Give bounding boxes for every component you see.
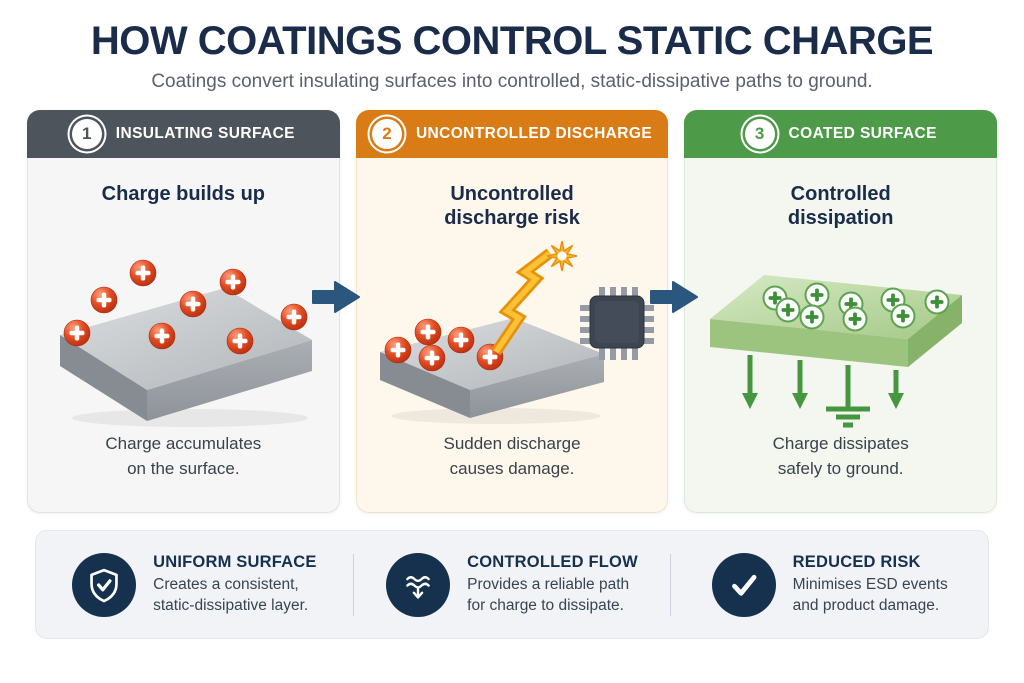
coated-slab-front-face bbox=[709, 318, 908, 367]
panel-2-body: Uncontrolled discharge risk bbox=[355, 158, 669, 513]
shield-check-icon bbox=[72, 552, 137, 617]
feature-desc-line: Minimises ESD events bbox=[792, 575, 948, 593]
feature-description: Creates a consistent, static-dissipative… bbox=[153, 575, 316, 617]
panel-3-stage-title: Controlled dissipation bbox=[787, 183, 894, 229]
charge-plus-icon bbox=[384, 336, 412, 364]
coated-charge-plus-icon bbox=[924, 289, 950, 314]
caption-line: Charge accumulates bbox=[105, 434, 262, 453]
panel-uncontrolled-discharge: 2 UNCONTROLLED DISCHARGE Uncontrolled di… bbox=[355, 110, 669, 513]
panel-insulating-surface: 1 INSULATING SURFACE Charge builds up bbox=[27, 110, 340, 513]
slab-top-face bbox=[60, 288, 313, 390]
charge-plus-icon bbox=[280, 303, 308, 331]
feature-text: UNIFORM SURFACE Creates a consistent, st… bbox=[153, 553, 316, 617]
feature-desc-line: static-dissipative layer. bbox=[153, 596, 309, 614]
step-number-badge: 2 bbox=[371, 119, 402, 149]
panel-3-body: Controlled dissipation bbox=[684, 158, 998, 513]
slab-front-face bbox=[470, 354, 604, 418]
vertical-divider bbox=[670, 553, 672, 616]
coated-charge-plus-icon bbox=[804, 282, 830, 307]
vertical-divider bbox=[352, 553, 354, 616]
charge-plus-icon bbox=[414, 318, 442, 346]
coated-slab-right-face bbox=[907, 294, 962, 367]
panel-3-caption: Charge dissipates safely to ground. bbox=[773, 432, 909, 481]
slab-left-face bbox=[60, 335, 148, 421]
panel-1-header: 1 INSULATING SURFACE bbox=[27, 110, 340, 158]
coated-charge-plus-icon bbox=[775, 297, 801, 322]
feature-title: UNIFORM SURFACE bbox=[153, 552, 317, 571]
green-slab-grounding-icon bbox=[709, 274, 962, 427]
panel-1-body: Charge builds up Char bbox=[27, 158, 340, 513]
stages-row: 1 INSULATING SURFACE Charge builds up bbox=[27, 110, 998, 513]
charge-plus-icon bbox=[418, 344, 446, 372]
charge-plus-icon bbox=[90, 286, 118, 314]
feature-text: REDUCED RISK Minimises ESD events and pr… bbox=[793, 553, 948, 617]
feature-desc-line: and product damage. bbox=[792, 596, 940, 614]
coated-slab-illustration bbox=[700, 240, 982, 432]
charge-plus-icon bbox=[447, 326, 475, 354]
feature-description: Minimises ESD events and product damage. bbox=[793, 575, 948, 617]
coated-charge-plus-icon bbox=[890, 303, 916, 328]
feature-reduced-risk: REDUCED RISK Minimises ESD events and pr… bbox=[671, 531, 988, 638]
coated-charge-plus-icon bbox=[842, 306, 868, 331]
panel-2-header: 2 UNCONTROLLED DISCHARGE bbox=[355, 110, 669, 158]
caption-line: Sudden discharge bbox=[443, 434, 581, 453]
slab-left-face bbox=[380, 352, 470, 418]
microchip-icon bbox=[580, 287, 654, 360]
caption-line: causes damage. bbox=[449, 458, 575, 478]
panel-2-caption: Sudden discharge causes damage. bbox=[443, 432, 580, 481]
feature-desc-line: for charge to dissipate. bbox=[467, 596, 624, 614]
feature-desc-line: Creates a consistent, bbox=[153, 575, 299, 593]
spark-burst-icon bbox=[546, 240, 578, 272]
charge-plus-icon bbox=[148, 322, 176, 350]
feature-text: CONTROLLED FLOW Provides a reliable path… bbox=[467, 553, 638, 617]
panel-1-header-label: INSULATING SURFACE bbox=[115, 125, 295, 142]
slab-front-face bbox=[147, 340, 313, 421]
charge-plus-icon bbox=[219, 268, 247, 296]
gray-slab-with-charges-icon bbox=[60, 259, 313, 427]
caption-line: safely to ground. bbox=[777, 458, 904, 478]
charge-plus-icon bbox=[179, 290, 207, 318]
slab-lightning-chip-icon bbox=[380, 240, 654, 424]
ground-symbol-icon bbox=[825, 364, 870, 427]
waves-down-arrow-icon bbox=[386, 552, 451, 617]
feature-title: CONTROLLED FLOW bbox=[467, 552, 638, 571]
feature-uniform-surface: UNIFORM SURFACE Creates a consistent, st… bbox=[36, 531, 353, 638]
page-header: HOW COATINGS CONTROL STATIC CHARGE Coati… bbox=[0, 0, 1024, 93]
lightning-bolt-icon bbox=[491, 248, 554, 356]
feature-desc-line: Provides a reliable path bbox=[467, 575, 630, 593]
panel-2-header-label: UNCONTROLLED DISCHARGE bbox=[415, 125, 653, 142]
insulating-slab-illustration bbox=[40, 240, 326, 432]
feature-title: REDUCED RISK bbox=[792, 552, 921, 571]
page-title: HOW COATINGS CONTROL STATIC CHARGE bbox=[90, 19, 934, 63]
charge-plus-icon bbox=[63, 319, 91, 347]
step-number-badge: 1 bbox=[71, 119, 102, 149]
flow-arrow-icon bbox=[312, 281, 360, 313]
panel-3-header: 3 COATED SURFACE bbox=[684, 110, 998, 158]
page-subtitle: Coatings convert insulating surfaces int… bbox=[151, 71, 873, 92]
panel-1-stage-title: Charge builds up bbox=[101, 183, 265, 205]
step-number-badge: 3 bbox=[744, 119, 775, 149]
dissipation-arrows bbox=[741, 354, 904, 427]
charge-plus-icon bbox=[226, 327, 254, 355]
flow-arrow-icon bbox=[650, 281, 698, 313]
panel-2-stage-title: Uncontrolled discharge risk bbox=[444, 183, 580, 229]
panel-3-header-label: COATED SURFACE bbox=[788, 125, 937, 142]
caption-line: Charge dissipates bbox=[772, 434, 909, 453]
caption-line: on the surface. bbox=[127, 458, 240, 478]
panel-1-caption: Charge accumulates on the surface. bbox=[105, 432, 261, 481]
charge-plus-icon bbox=[129, 259, 157, 287]
benefits-bar: UNIFORM SURFACE Creates a consistent, st… bbox=[35, 530, 989, 639]
feature-controlled-flow: CONTROLLED FLOW Provides a reliable path… bbox=[354, 531, 671, 638]
coated-charge-plus-icon bbox=[799, 304, 825, 329]
panel-coated-surface: 3 COATED SURFACE Controlled dissipation bbox=[684, 110, 998, 513]
discharge-illustration bbox=[366, 240, 658, 432]
feature-description: Provides a reliable path for charge to d… bbox=[467, 575, 638, 617]
check-icon bbox=[711, 552, 776, 617]
